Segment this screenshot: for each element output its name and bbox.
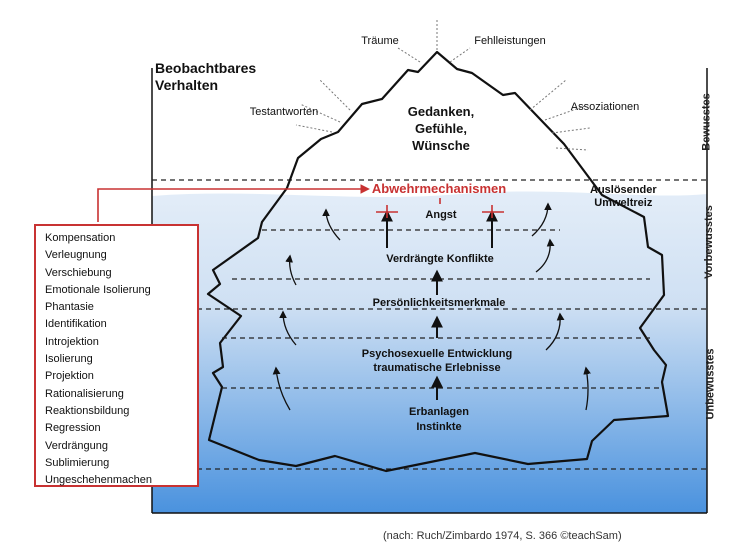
list-item: Regression: [45, 422, 101, 435]
layer-personality: Persönlichkeitsmerkmale: [372, 297, 506, 309]
label-unbewusstes: Unbewusstes: [704, 348, 717, 420]
ray-label-fehlleistungen: Fehlleistungen: [474, 35, 546, 47]
list-item: Ungeschehenmachen: [45, 474, 153, 487]
layer-angst: Angst: [425, 209, 457, 221]
list-item: Projektion: [45, 370, 94, 383]
label-bewusstes: Bewusstes: [700, 93, 713, 151]
list-item: Phantasie: [45, 301, 94, 314]
defense-connectors: [97, 184, 504, 222]
list-item: Verleugnung: [45, 249, 107, 262]
tip-text: Gedanken,Gefühle,Wünsche: [407, 104, 475, 153]
label-vorbewusstes: Vorbewusstes: [702, 205, 715, 279]
list-item: Kompensation: [45, 232, 116, 244]
ray-label-traeume: Träume: [361, 35, 399, 47]
list-item: Reaktionsbildung: [45, 404, 130, 417]
layer-repressed-conflicts: Verdrängte Konflikte: [386, 253, 494, 265]
list-item: Identifikation: [45, 318, 107, 331]
list-item: Isolierung: [45, 353, 93, 366]
defense-mechanisms-list: Kompensation Verleugnung Verschiebung Em…: [34, 224, 199, 487]
curved-arrows: [272, 202, 591, 411]
list-item: Verdrängung: [45, 439, 108, 452]
list-item: Sublimierung: [45, 456, 110, 469]
iceberg-outline: [206, 50, 670, 473]
list-item: Emotionale Isolierung: [45, 283, 151, 296]
citation: (nach: Ruch/Zimbardo 1974, S. 366 ©teach…: [383, 530, 622, 542]
defense-mechanisms-label: Abwehrmechanismen: [371, 181, 507, 196]
idea-rays: [295, 20, 591, 151]
list-item: Verschiebung: [45, 266, 112, 279]
ray-label-testantworten: Testantworten: [249, 106, 319, 118]
ray-label-assoziationen: Assoziationen: [570, 101, 640, 113]
list-item: Rationalisierung: [45, 387, 124, 400]
list-item: Introjektion: [45, 335, 99, 348]
